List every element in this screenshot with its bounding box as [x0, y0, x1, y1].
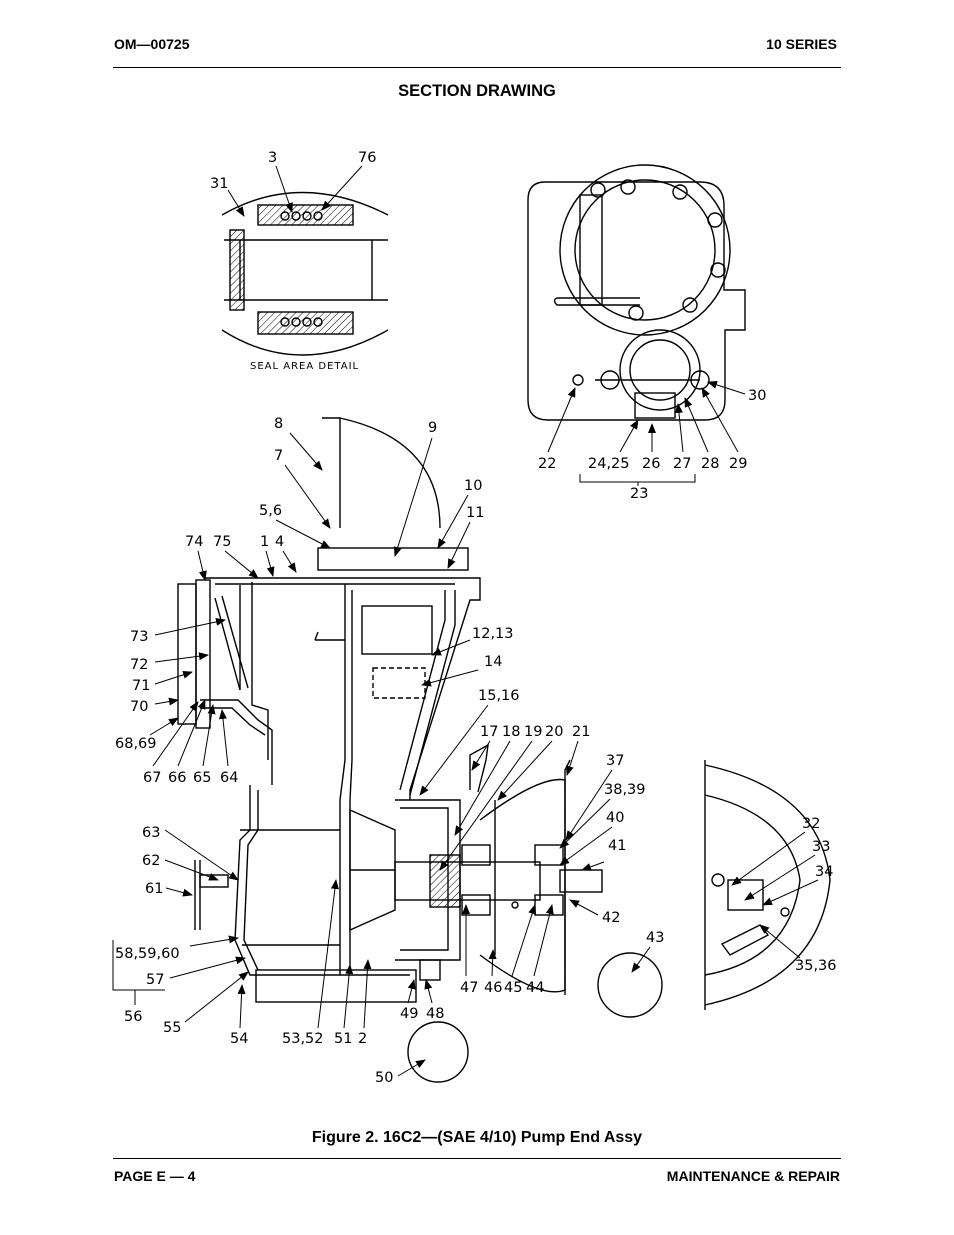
callout-65: 65: [193, 770, 211, 786]
callout-12-13: 12,13: [472, 626, 514, 642]
seal-detail-caption: SEAL AREA DETAIL: [250, 361, 359, 372]
callout-19: 19: [524, 724, 542, 740]
callout-45: 45: [504, 980, 522, 996]
callout-58-59-60: 58,59,60: [115, 946, 180, 962]
callout-55: 55: [163, 1020, 181, 1036]
callout-8: 8: [274, 416, 283, 432]
figure-caption: Figure 2. 16C2—(SAE 4/10) Pump End Assy: [311, 1129, 643, 1146]
callout-38-39: 38,39: [604, 782, 646, 798]
callout-41: 41: [608, 838, 626, 854]
callout-72: 72: [130, 657, 148, 673]
callout-70: 70: [130, 699, 148, 715]
callout-61: 61: [145, 881, 163, 897]
header-rule: [113, 67, 841, 68]
series-label: 10 SERIES: [766, 36, 837, 52]
callout-49: 49: [400, 1006, 418, 1022]
callout-34: 34: [815, 864, 833, 880]
callout-15-16: 15,16: [478, 688, 520, 704]
callout-20: 20: [545, 724, 563, 740]
callout-2: 2: [358, 1031, 367, 1047]
callout-53-52: 53,52: [282, 1031, 324, 1047]
callout-73: 73: [130, 629, 148, 645]
document-id: OM—00725: [114, 36, 190, 52]
callout-56: 56: [124, 1009, 142, 1025]
callout-43: 43: [646, 930, 664, 946]
callout-35-36: 35,36: [795, 958, 837, 974]
callout-75: 75: [213, 534, 231, 550]
callout-51: 51: [334, 1031, 352, 1047]
callout-57: 57: [146, 972, 164, 988]
callout-64: 64: [220, 770, 238, 786]
callout-74: 74: [185, 534, 203, 550]
end-view: [527, 164, 746, 421]
callout-30: 30: [748, 388, 766, 404]
callout-63: 63: [142, 825, 160, 841]
callout-18: 18: [502, 724, 520, 740]
callout-40: 40: [606, 810, 624, 826]
page-number: PAGE E — 4: [114, 1168, 196, 1184]
callout-3: 3: [268, 150, 277, 166]
callout-21: 21: [572, 724, 590, 740]
callout-7: 7: [274, 448, 283, 464]
callout-71: 71: [132, 678, 150, 694]
section-title: SECTION DRAWING: [398, 82, 556, 100]
callout-48: 48: [426, 1006, 444, 1022]
callout-23: 23: [630, 486, 648, 502]
callout-76: 76: [358, 150, 376, 166]
callout-5-6: 5,6: [259, 503, 282, 519]
callout-29: 29: [729, 456, 747, 472]
callout-11: 11: [466, 505, 484, 521]
callout-14: 14: [484, 654, 502, 670]
detail-circles: [407, 952, 663, 1083]
callout-17: 17: [480, 724, 498, 740]
callout-24-25: 24,25: [588, 456, 630, 472]
callout-31: 31: [210, 176, 228, 192]
partial-end-view: [704, 760, 831, 1010]
callout-42: 42: [602, 910, 620, 926]
callout-32: 32: [802, 816, 820, 832]
callout-9: 9: [428, 420, 437, 436]
callout-67: 67: [143, 770, 161, 786]
callout-28: 28: [701, 456, 719, 472]
main-section: [177, 417, 603, 1003]
callout-4: 4: [275, 534, 284, 550]
seal-area-detail: [221, 191, 389, 356]
callout-26: 26: [642, 456, 660, 472]
callout-47: 47: [460, 980, 478, 996]
callout-22: 22: [538, 456, 556, 472]
callout-10: 10: [464, 478, 482, 494]
callout-44: 44: [526, 980, 544, 996]
callout-54: 54: [230, 1031, 248, 1047]
callout-50: 50: [375, 1070, 393, 1086]
callout-37: 37: [606, 753, 624, 769]
callout-68-69: 68,69: [115, 736, 157, 752]
callout-62: 62: [142, 853, 160, 869]
callout-1: 1: [260, 534, 269, 550]
callout-66: 66: [168, 770, 186, 786]
callout-46: 46: [484, 980, 502, 996]
footer-rule: [113, 1158, 841, 1159]
callout-27: 27: [673, 456, 691, 472]
callout-33: 33: [812, 839, 830, 855]
section-name: MAINTENANCE & REPAIR: [666, 1168, 840, 1184]
